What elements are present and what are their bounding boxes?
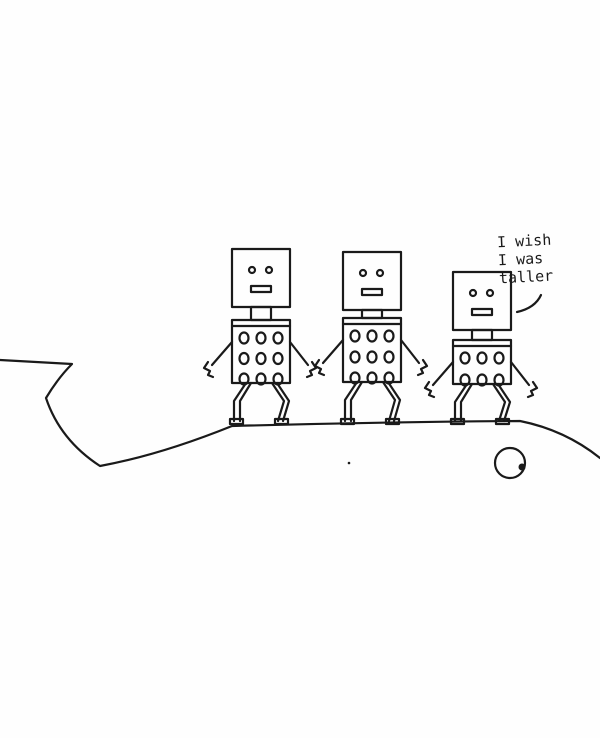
robot-foot xyxy=(449,417,466,426)
robot-head xyxy=(341,250,403,312)
robot-dot xyxy=(349,329,361,343)
robot-eye xyxy=(485,288,495,298)
robot-arm-right xyxy=(288,340,318,379)
robot-dot xyxy=(366,350,378,364)
robot-leg-right xyxy=(491,382,512,423)
robot-head xyxy=(230,247,292,309)
stray-dot xyxy=(347,461,351,465)
robot-dot xyxy=(272,331,284,345)
robot-mouth xyxy=(249,284,273,294)
robot-foot xyxy=(384,417,401,426)
robot-foot xyxy=(273,417,290,426)
robot-dot xyxy=(238,351,250,366)
robot-dot xyxy=(493,351,505,365)
robot-dot xyxy=(366,371,378,385)
robot-body xyxy=(341,316,403,384)
robot-middle xyxy=(313,250,429,426)
whale-eye xyxy=(493,446,527,480)
robot-body xyxy=(230,318,292,385)
robot-dot xyxy=(366,329,378,343)
robot-dot xyxy=(255,372,267,386)
speech-tail xyxy=(515,293,543,314)
robot-dot xyxy=(459,351,471,365)
robot-arm-right xyxy=(509,360,539,399)
robot-neck xyxy=(470,328,494,342)
whale-pupil xyxy=(518,463,526,471)
robot-neck xyxy=(360,308,384,320)
robot-leg-right xyxy=(270,381,291,423)
robot-dot xyxy=(255,331,267,345)
robot-foot xyxy=(339,417,356,426)
robot-dot xyxy=(255,351,267,366)
robot-dot xyxy=(349,350,361,364)
robot-short xyxy=(423,270,539,426)
robot-leg-left xyxy=(453,382,474,423)
robot-left xyxy=(202,247,318,426)
robot-dot xyxy=(383,329,395,343)
whale-outline xyxy=(0,358,600,468)
speech-line: I wish xyxy=(496,230,552,252)
robot-arm-right xyxy=(399,338,429,377)
robot-eye xyxy=(264,265,274,275)
robot-mouth xyxy=(360,287,384,297)
robot-dot xyxy=(476,373,488,387)
robot-dot xyxy=(476,351,488,365)
robot-arm-left xyxy=(202,340,234,379)
robot-foot xyxy=(494,417,511,426)
robot-arm-left xyxy=(423,360,455,399)
robot-dot xyxy=(238,331,250,345)
robot-eye xyxy=(375,268,385,278)
robot-leg-right xyxy=(381,380,402,423)
speech-line: taller xyxy=(498,266,554,288)
robot-eye xyxy=(247,265,257,275)
robot-neck xyxy=(249,305,273,322)
speech-text: I wish I was taller xyxy=(497,231,554,288)
robot-eye xyxy=(468,288,478,298)
robot-dot xyxy=(383,350,395,364)
robot-arm-left xyxy=(313,338,345,377)
robot-eye xyxy=(358,268,368,278)
robot-leg-left xyxy=(343,380,364,423)
robot-foot xyxy=(228,417,245,426)
robot-dot xyxy=(272,351,284,366)
robot-mouth xyxy=(470,307,494,317)
robot-leg-left xyxy=(232,381,253,423)
